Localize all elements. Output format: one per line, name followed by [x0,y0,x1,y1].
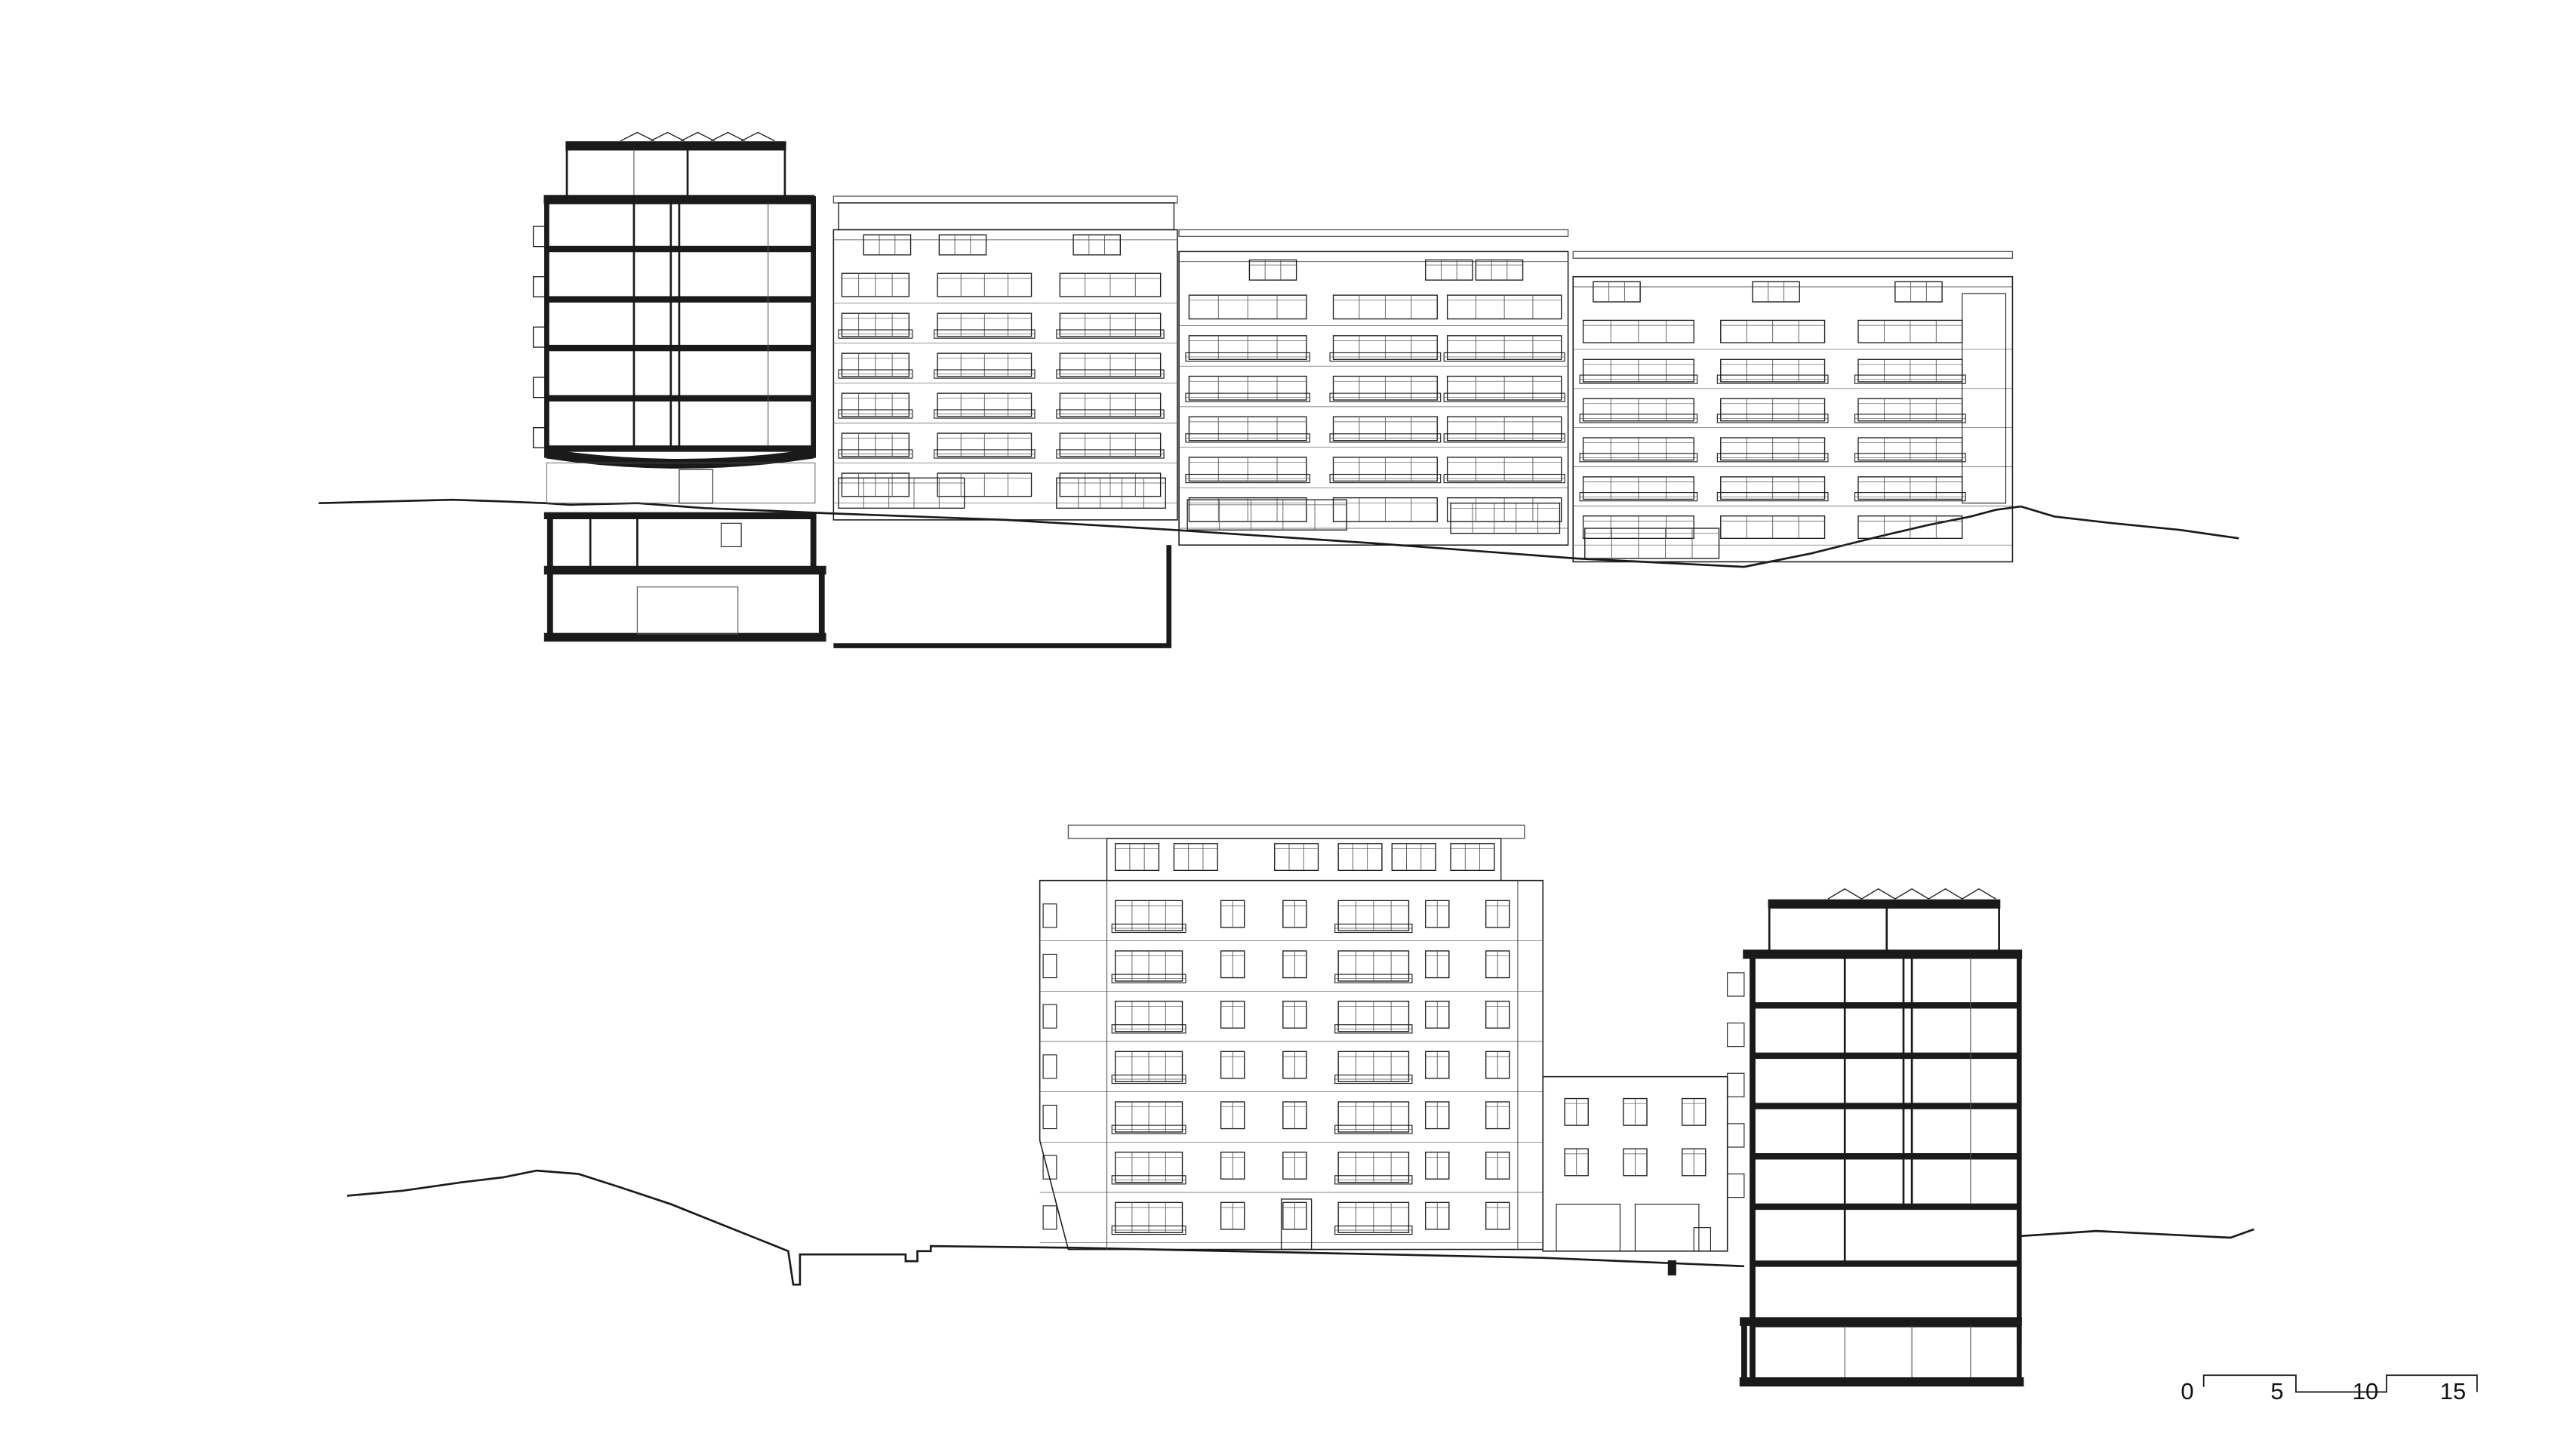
basement-slab [1740,1317,2022,1326]
attic-window [938,234,987,256]
bollard [1667,1260,1676,1275]
garage-door [636,586,739,635]
roof-edge [1572,251,2014,259]
floor-slab [1752,1103,2020,1109]
top-section-elevation [319,131,2239,648]
side-balcony [532,276,548,297]
elevation-window [841,392,909,417]
slab [1743,949,2023,959]
lower-basement-floor [543,632,826,642]
attic-window [1073,234,1121,256]
solar-panel [650,131,685,142]
elevation-block-2 [1178,251,1569,546]
side-balcony [532,326,548,348]
scale-label-5: 5 [2270,1378,2284,1404]
solar-panel [1861,888,1896,900]
side-balcony [1727,1123,1745,1148]
side-balcony [1042,953,1057,979]
solar-panel [1894,888,1929,900]
attic-window [1173,843,1218,871]
scale-bar [2202,1374,2478,1393]
attic-window [1114,843,1160,871]
attic-window [1248,259,1297,281]
storefront-window [1556,1204,1621,1252]
attic-window [1475,259,1524,281]
floor-slab [546,445,814,452]
side-balcony [532,226,548,248]
penthouse-level [565,148,786,198]
attic-window [1274,843,1319,871]
attic-window [1391,843,1436,871]
side-balcony [1727,972,1745,997]
door [1693,1227,1712,1252]
roof-edge [1067,824,1525,839]
attic-window [1450,843,1495,871]
floor-slab [1752,1203,2020,1211]
elevation-window [937,392,1033,417]
storefront-window [838,477,965,509]
attic-window [1337,843,1383,871]
side-balcony [1042,1054,1057,1079]
solar-panel [680,131,715,142]
floor-slab [1752,1260,2020,1267]
roof-edge [1178,229,1569,237]
side-balcony [1042,1004,1057,1029]
side-balcony [1727,1023,1745,1048]
entrance-door [679,469,713,504]
elevation-block-1 [833,229,1178,521]
attic-storey [838,202,1175,231]
side-balcony [1042,1205,1057,1230]
floor-slab [1752,1002,2020,1009]
side-balcony [1042,903,1057,928]
side-balcony [1042,1155,1057,1180]
penthouse-level [1768,906,2000,955]
scale-bar-line [2202,1374,2478,1393]
solar-panel [740,131,775,142]
side-balcony [1042,1104,1057,1130]
attic-window [1894,281,1943,303]
ground-line-bottom [346,1169,1744,1286]
basement-slab [543,565,826,575]
basement-door [720,522,742,547]
scale-label-15: 15 [2439,1378,2467,1404]
storefront-window [1056,477,1166,509]
scale-label-0: 0 [2181,1378,2194,1404]
scale-label-10: 10 [2352,1378,2379,1404]
storefront-window [1186,499,1347,531]
ground-floor-facade [546,462,816,504]
end-bay [1962,293,2007,504]
side-balcony [532,427,548,448]
solar-panel [620,131,654,142]
ground-line-top [319,498,2239,568]
attic-window [863,234,912,256]
bottom-section-elevation [346,824,2254,1387]
solar-panel [1827,888,1862,900]
solar-panel [1928,888,1963,900]
roof-parapet-top [1768,899,2001,909]
elevation-window [1059,392,1162,417]
attic-window [1593,281,1641,303]
slab [543,195,815,205]
retaining-wall [833,545,1172,648]
attic-window [1425,259,1473,281]
solar-panel [1962,888,1996,900]
attic-window [1752,281,1800,303]
floor-slab [1752,1052,2020,1060]
roof-edge [833,195,1178,204]
floor-slab [1752,1153,2020,1160]
basement-slab-top [543,512,817,519]
ground-line-bottom-right [2020,1228,2254,1239]
side-balcony [1727,1174,1745,1198]
storefront-window [1634,1204,1700,1252]
side-balcony [532,377,548,398]
curved-base-slab [546,448,814,469]
elevation-block-3 [1572,275,2014,563]
entrance-door [1280,1198,1313,1251]
basement-floor [1739,1377,2024,1387]
solar-panel [710,131,745,142]
storefront-window [1450,503,1561,534]
side-balcony [1727,1072,1745,1097]
storefront-window [1584,528,1720,559]
